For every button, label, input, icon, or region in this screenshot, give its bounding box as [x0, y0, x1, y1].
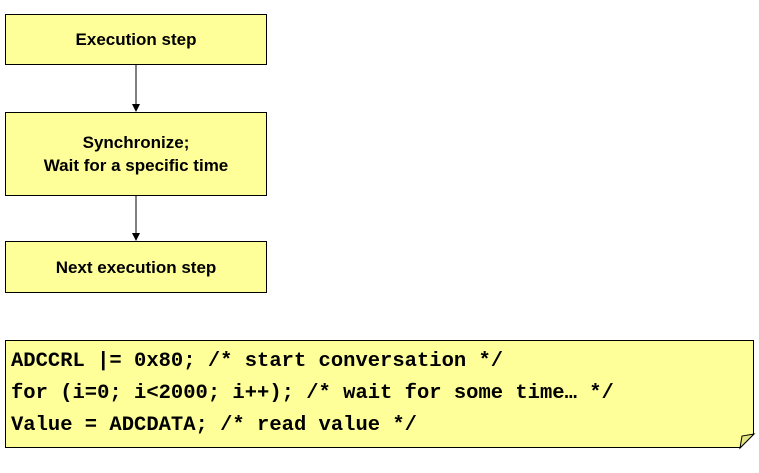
code-line-2: for (i=0; i<2000; i++); /* wait for some… — [11, 382, 614, 405]
flow-step-next-execution-label: Next execution step — [55, 257, 217, 277]
flow-step-synchronize: Synchronize; Wait for a specific time — [5, 112, 267, 196]
code-line-3: Value = ADCDATA; /* read value */ — [11, 414, 417, 437]
flow-step-synchronize-label: Synchronize; Wait for a specific time — [43, 133, 229, 175]
flow-step-next-execution: Next execution step — [5, 241, 267, 293]
flow-step-execution: Execution step — [5, 14, 267, 65]
flow-step-execution-label: Execution step — [75, 30, 197, 49]
code-line-1: ADCCRL |= 0x80; /* start conversation */ — [11, 350, 504, 373]
code-snippet: ADCCRL |= 0x80; /* start conversation */… — [5, 340, 754, 448]
